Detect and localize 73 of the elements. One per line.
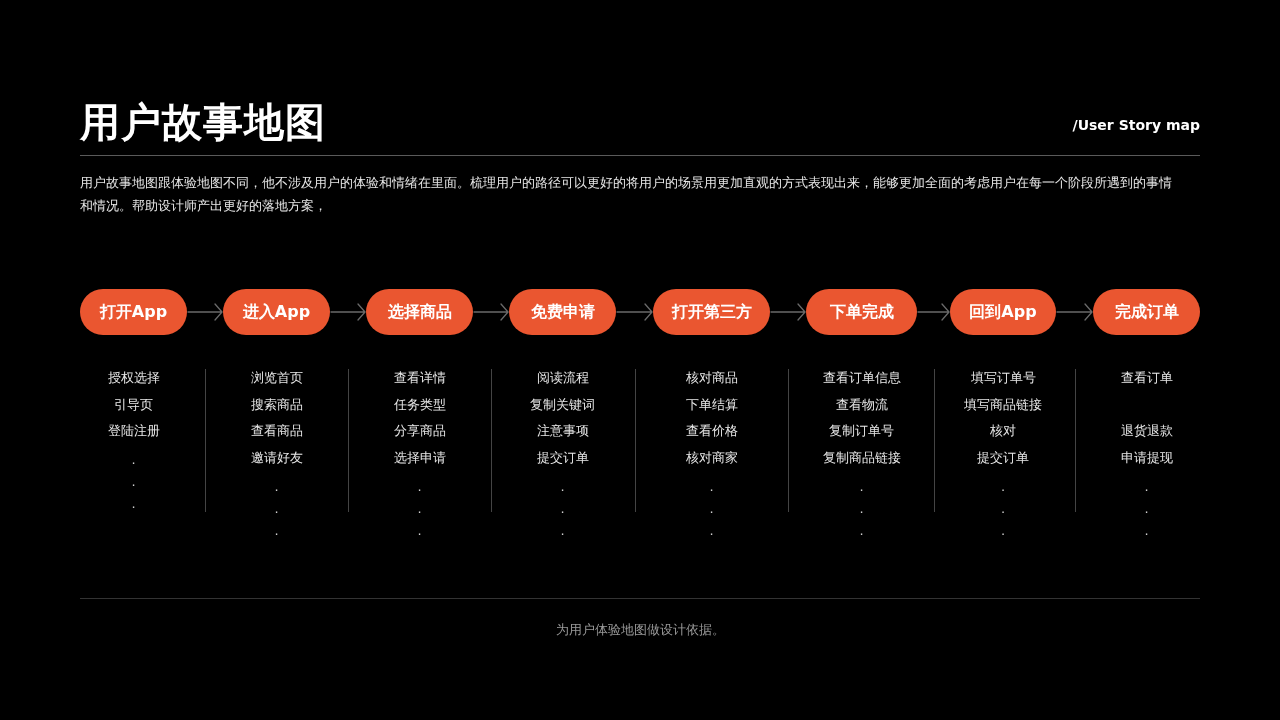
ellipsis-dot: . xyxy=(560,521,565,540)
arrow xyxy=(187,303,223,321)
ellipsis-dot: . xyxy=(560,499,565,518)
task-text: 分享商品 xyxy=(393,422,446,441)
task-text: 搜索商品 xyxy=(250,395,303,414)
arrow xyxy=(616,303,653,321)
arrow xyxy=(1056,303,1093,321)
stage-pill: 下单完成 xyxy=(806,289,917,335)
task-text: 下单结算 xyxy=(685,395,738,414)
task-text: 核对商品 xyxy=(685,369,738,387)
ellipsis-dot: . xyxy=(131,473,136,492)
task-text: 填写订单号 xyxy=(970,369,1036,387)
task-text: 复制订单号 xyxy=(829,422,894,441)
ellipsis-dot: . xyxy=(859,477,864,496)
ellipsis-dot: . xyxy=(417,499,422,518)
ellipsis-dot: . xyxy=(274,499,279,518)
task-text: 任务类型 xyxy=(393,395,446,414)
task-text: 退货退款 xyxy=(1120,422,1173,441)
ellipsis-dot: . xyxy=(709,499,714,518)
task-text: 浏览首页 xyxy=(250,369,303,387)
stage-pill: 打开App xyxy=(80,289,187,335)
arrow xyxy=(770,303,806,321)
task-text: 查看订单信息 xyxy=(822,369,901,387)
subtitle-text: /User Story map xyxy=(1072,116,1200,134)
ellipsis-dot: . xyxy=(1000,499,1006,518)
task-text: 申请提现 xyxy=(1120,448,1173,467)
intro-paragraph: 用户故事地图跟体验地图不同，他不涉及用户的体验和情绪在里面。梳理用户的路径可以更好的将用户的场景用更加直观的方式表现出来，能够更加全面的考虑用户在每一个阶段所遇到的事情和情况。帮助设计师产出更好的落地方案， xyxy=(80,174,1173,215)
stage-pill: 打开第三方 xyxy=(653,289,770,335)
ellipsis-dot: . xyxy=(1000,477,1006,496)
task-text: 查看价格 xyxy=(685,422,738,441)
ellipsis-dot: . xyxy=(274,477,279,496)
ellipsis-dot: . xyxy=(131,451,136,470)
task-text: 复制关键词 xyxy=(530,395,595,414)
task-text: 选择申请 xyxy=(393,448,446,467)
stage-pill: 免费申请 xyxy=(509,289,616,335)
ellipsis-dot: . xyxy=(859,521,864,540)
task-text: 查看物流 xyxy=(835,395,888,414)
task-text: 注意事项 xyxy=(536,422,589,441)
ellipsis-dot: . xyxy=(859,499,864,518)
task-text: 登陆注册 xyxy=(107,422,160,441)
task-text: 核对 xyxy=(990,422,1016,441)
ellipsis-dot: . xyxy=(560,477,565,496)
task-text: 查看订单 xyxy=(1120,369,1173,387)
stage-pill: 进入App xyxy=(223,289,330,335)
task-text: 引导页 xyxy=(114,395,153,414)
stage-pill: 回到App xyxy=(950,289,1056,335)
task-text: 提交订单 xyxy=(536,448,589,467)
ellipsis-dot: . xyxy=(274,521,279,540)
task-text: 提交订单 xyxy=(977,448,1029,467)
task-text: 授权选择 xyxy=(107,369,160,387)
ellipsis-dot: . xyxy=(1000,521,1006,540)
arrow xyxy=(917,303,950,321)
task-text: 查看商品 xyxy=(250,422,303,441)
ellipsis-dot: . xyxy=(131,495,136,514)
stage-pill: 选择商品 xyxy=(366,289,473,335)
page-title: 用户故事地图 xyxy=(80,98,326,147)
ellipsis-dot: . xyxy=(709,477,714,496)
task-text: 阅读流程 xyxy=(536,369,589,387)
ellipsis-dot: . xyxy=(417,521,422,540)
task-text: 查看详情 xyxy=(393,369,446,387)
ellipsis-dot: . xyxy=(417,477,422,496)
arrow xyxy=(473,303,509,321)
task-text: 复制商品链接 xyxy=(822,448,901,467)
task-text: 邀请好友 xyxy=(250,448,303,467)
ellipsis-dot: . xyxy=(709,521,714,540)
ellipsis-dot: . xyxy=(1144,499,1149,518)
task-text: 核对商家 xyxy=(685,448,738,467)
stage-pill: 完成订单 xyxy=(1093,289,1200,335)
ellipsis-dot: . xyxy=(1144,521,1149,540)
arrow xyxy=(330,303,366,321)
ellipsis-dot: . xyxy=(1144,477,1149,496)
footer-caption: 为用户体验地图做设计依据。 xyxy=(555,621,725,639)
task-text: 填写商品链接 xyxy=(964,395,1042,414)
